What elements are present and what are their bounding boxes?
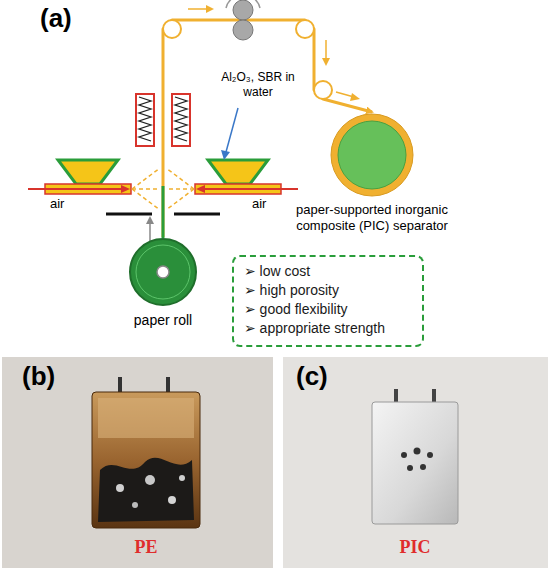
heater-coil xyxy=(175,97,187,141)
ash-speck xyxy=(179,475,185,481)
direction-arrowhead xyxy=(206,5,214,13)
roll-label: paper roll xyxy=(118,311,208,329)
nozzle-hopper xyxy=(58,160,118,184)
ash-speck xyxy=(132,502,138,508)
pouch-highlight xyxy=(98,398,194,438)
sample-label: PIC xyxy=(375,536,455,559)
spray-line xyxy=(166,189,194,210)
guide-bar xyxy=(174,213,220,216)
ash-speck xyxy=(116,484,124,492)
feature-item: ➢ low cost xyxy=(244,262,412,281)
nail-hole xyxy=(407,465,413,471)
guide-pulley xyxy=(314,81,332,99)
nozzle-hopper xyxy=(208,160,268,184)
ash-speck xyxy=(145,475,155,485)
separator-roll-icon xyxy=(329,112,415,198)
air-line xyxy=(204,188,298,190)
panel-label: (b) xyxy=(22,360,82,393)
panel-label: (a) xyxy=(40,2,100,35)
guide-pulley xyxy=(163,20,181,38)
direction-arrowhead xyxy=(350,93,360,101)
spray-line xyxy=(132,189,160,210)
feed-arrow xyxy=(226,108,238,152)
direction-arrowhead xyxy=(322,58,330,66)
separator-label: paper-supported inorganic composite (PIC… xyxy=(280,202,464,234)
photo-background xyxy=(2,357,273,568)
direction-arrow xyxy=(188,8,208,10)
paper-roll xyxy=(130,239,196,305)
air-line xyxy=(28,188,122,190)
photo-pe-cell xyxy=(2,357,273,568)
photo-pic-cell xyxy=(283,357,548,568)
feed-arrowhead xyxy=(221,150,230,160)
photo-background xyxy=(283,357,548,568)
intact-pouch xyxy=(372,402,458,524)
roll-core xyxy=(157,266,169,278)
spray-line xyxy=(166,188,194,190)
nail-hole xyxy=(420,464,426,470)
heater-coil xyxy=(139,97,151,141)
heater-frame xyxy=(172,94,190,146)
direction-arrow xyxy=(325,40,327,60)
uncoated-paper xyxy=(162,186,165,238)
spray-line xyxy=(132,188,160,190)
calender-roller xyxy=(233,20,253,40)
feature-box: ➢ low cost➢ high porosity➢ good flexibil… xyxy=(232,255,424,347)
direction-arrowhead xyxy=(146,216,154,224)
burnt-pouch xyxy=(92,392,200,528)
heater-frame xyxy=(136,94,154,146)
guide-bar xyxy=(106,213,152,216)
air-arrowhead xyxy=(196,185,205,193)
panel-label: (c) xyxy=(296,360,356,393)
spray-line xyxy=(166,168,194,189)
paper-roll-icon xyxy=(128,237,198,307)
feature-item: ➢ appropriate strength xyxy=(244,319,412,338)
nail-hole xyxy=(427,452,433,458)
air-arrowhead xyxy=(121,185,130,193)
air-label: air xyxy=(50,196,90,212)
roll-layer xyxy=(338,121,406,189)
slurry-label: Al₂O₃, SBR in water xyxy=(210,70,306,100)
calender-roller xyxy=(233,0,253,20)
nail-hole xyxy=(401,452,407,458)
material-roll: paper roll xyxy=(118,237,208,347)
feature-item: ➢ good flexibility xyxy=(244,300,412,319)
spray-line xyxy=(132,168,160,189)
feature-item: ➢ high porosity xyxy=(244,281,412,300)
guide-pulley xyxy=(296,20,314,38)
roll-layer xyxy=(136,245,190,299)
charred-area xyxy=(98,458,194,522)
air-label: air xyxy=(252,196,292,212)
separator-roll xyxy=(331,114,413,196)
ash-speck xyxy=(168,496,176,504)
nail-hole xyxy=(414,448,421,455)
sample-label: PE xyxy=(106,536,186,559)
material-roll: paper-supported inorganic composite (PIC… xyxy=(280,112,464,236)
